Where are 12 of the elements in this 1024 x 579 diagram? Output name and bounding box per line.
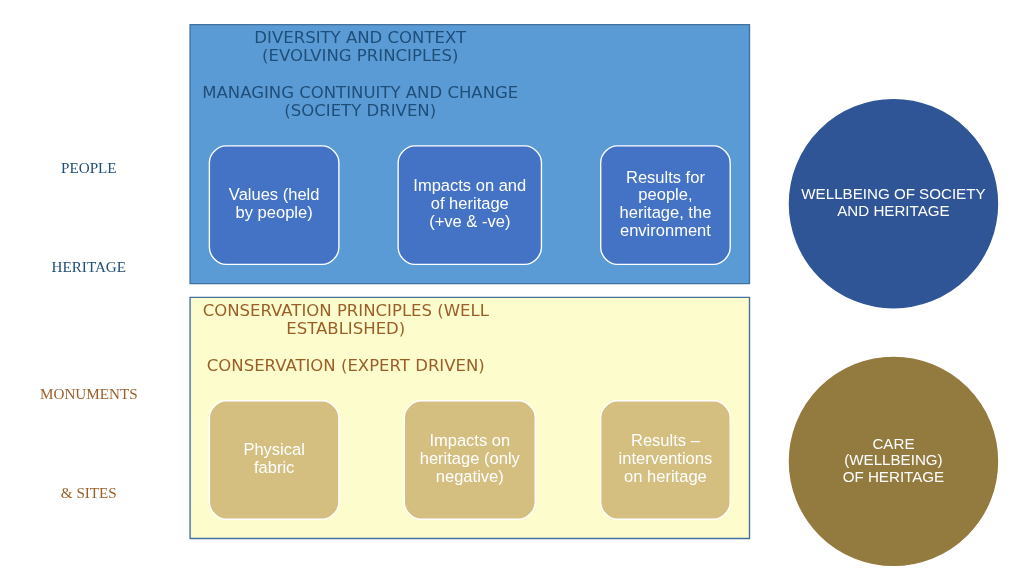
- node-box: Impacts on and of heritage (+ve & -ve): [396, 145, 542, 266]
- label: HERITAGE: [51, 258, 126, 276]
- node-box: Results for people, heritage, the environment: [599, 145, 731, 266]
- node-circle: CARE (WELLBEING) OF HERITAGE: [788, 356, 998, 567]
- node-box: Values (held by people): [208, 145, 340, 266]
- node-box: Physical fabric: [208, 400, 340, 520]
- node-box: Impacts on heritage (only negative): [403, 400, 536, 520]
- node-circle: WELLBEING OF SOCIETY AND HERITAGE: [788, 99, 998, 309]
- label: & SITES: [60, 484, 117, 502]
- node-box: Results – interventions on heritage: [599, 400, 731, 520]
- label: MONUMENTS: [39, 385, 138, 403]
- label: PEOPLE: [60, 159, 117, 177]
